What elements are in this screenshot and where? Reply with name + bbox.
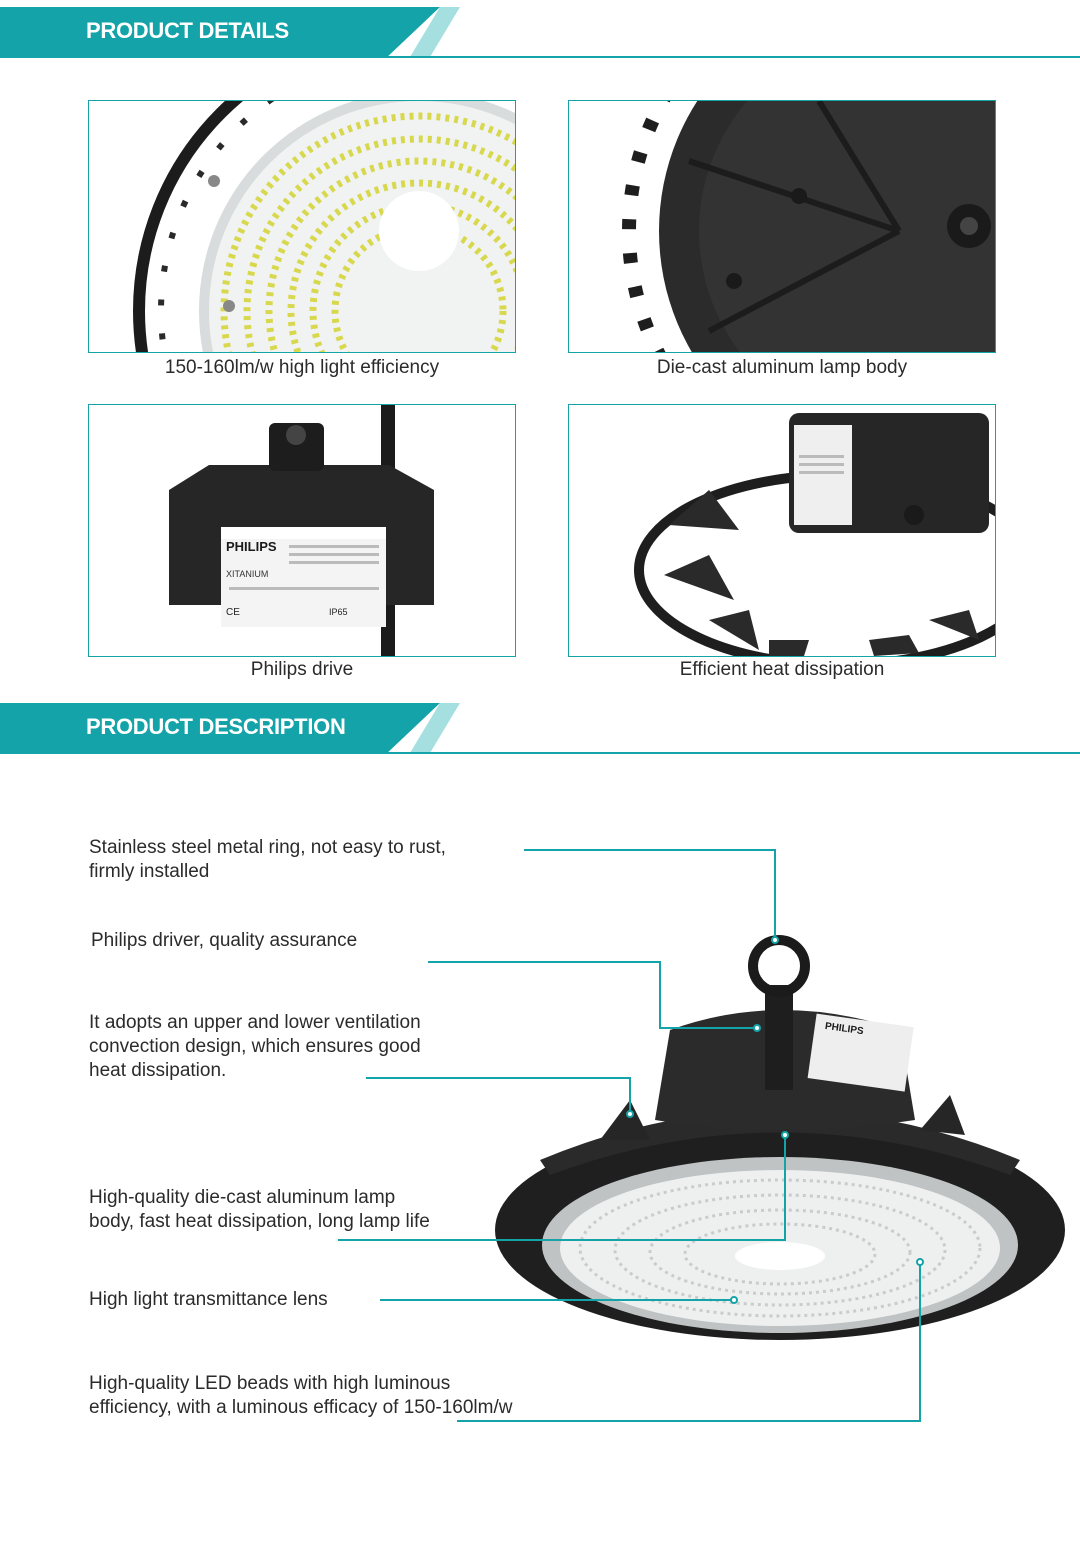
gallery-caption-1: 150-160lm/w high light efficiency <box>164 357 440 378</box>
feature-text-line: High light transmittance lens <box>89 1289 328 1310</box>
feature-text-line: High-quality LED beads with high luminou… <box>89 1373 451 1394</box>
feature-text-line: convection design, which ensures good <box>89 1036 421 1057</box>
feature-text-line: efficiency, with a luminous efficacy of … <box>89 1397 513 1418</box>
philips-logo-text: PHILIPS <box>226 539 277 554</box>
high-bay-lamp-illustration: PHILIPS <box>495 935 1065 1340</box>
product-details-header: PRODUCT DETAILS <box>0 0 1080 58</box>
ip-rating: IP65 <box>329 607 348 617</box>
feature-text-line: body, fast heat dissipation, long lamp l… <box>89 1211 430 1232</box>
gallery-caption-2: Die-cast aluminum lamp body <box>656 357 908 378</box>
product-description-header: PRODUCT DESCRIPTION <box>0 696 1080 754</box>
header-underline <box>0 56 1080 58</box>
feature-text-line: High-quality die-cast aluminum lamp <box>89 1187 396 1208</box>
feature-driver: Philips driver, quality assurance <box>91 929 357 953</box>
leader-lines <box>338 849 921 1422</box>
gallery-caption-4: Efficient heat dissipation <box>679 659 885 680</box>
led-board-photo <box>88 100 516 353</box>
feature-text-line: Philips driver, quality assurance <box>91 930 358 951</box>
section-title: PRODUCT DETAILS <box>86 18 289 43</box>
philips-driver-photo: PHILIPS XITANIUM CE IP65 <box>88 404 516 657</box>
heat-sink-photo <box>568 404 996 657</box>
xitanium-text: XITANIUM <box>226 569 268 579</box>
feature-lens: High light transmittance lens <box>89 1288 328 1312</box>
ce-mark: CE <box>226 607 240 618</box>
feature-aluminum-body: High-quality die-cast aluminum lamp body… <box>89 1186 430 1234</box>
section-title: PRODUCT DESCRIPTION <box>86 714 346 739</box>
lamp-philips-label: PHILIPS <box>824 1021 864 1037</box>
feature-ventilation: It adopts an upper and lower ventilation… <box>89 1011 421 1083</box>
feature-text-line: heat dissipation. <box>89 1060 227 1081</box>
header-banner <box>0 703 440 753</box>
header-banner <box>0 7 440 57</box>
header-underline <box>0 752 1080 754</box>
feature-text-line: firmly installed <box>89 861 210 882</box>
feature-ring: Stainless steel metal ring, not easy to … <box>89 836 446 884</box>
lamp-body-photo <box>568 100 996 353</box>
leader-dots <box>626 936 924 1304</box>
feature-text-line: It adopts an upper and lower ventilation <box>89 1012 421 1033</box>
feature-text-line: Stainless steel metal ring, not easy to … <box>89 837 446 858</box>
gallery-caption-3: Philips drive <box>250 659 354 680</box>
feature-led-beads: High-quality LED beads with high luminou… <box>89 1372 512 1420</box>
